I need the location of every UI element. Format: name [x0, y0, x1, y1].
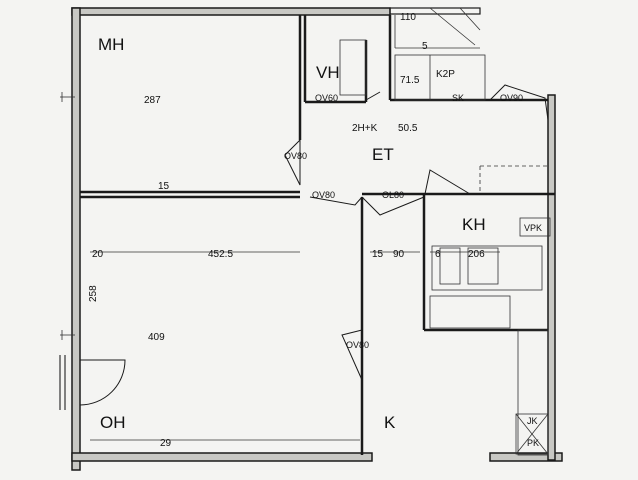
room-label-kh: KH [462, 215, 486, 234]
cabinet-x2 [515, 413, 549, 455]
fixture-jk: JK [527, 416, 538, 426]
vh-shower [339, 39, 367, 96]
room-label-mh: MH [98, 35, 124, 54]
wall-left [71, 7, 81, 471]
door-label-k: OV80 [346, 340, 369, 350]
apartment-area: 50.5 [398, 123, 418, 134]
room-label-et: ET [372, 145, 394, 164]
door-oh [309, 196, 363, 206]
vpk-box [519, 217, 551, 237]
door-mh [284, 138, 301, 186]
dim-top-5: 5 [422, 41, 428, 52]
cabinet-box [515, 413, 549, 455]
wall-bottom [71, 452, 373, 462]
kh-counter [431, 245, 543, 291]
fixture-k2p: K2P [436, 69, 455, 80]
door-vh [365, 91, 381, 101]
room-label-k: K [384, 413, 396, 432]
kh-sink [429, 295, 511, 329]
dim-oh-width: 452.5 [208, 249, 233, 260]
dim-oh-height: 409 [148, 332, 165, 343]
dim-mh-width: 287 [144, 95, 161, 106]
dim-mid-15: 15 [372, 249, 384, 260]
cabinet-right [517, 329, 549, 456]
door-label-et-oh: OV80 [312, 190, 335, 200]
door-mid [361, 196, 425, 216]
kh-stove [439, 247, 461, 285]
door-entry [489, 84, 549, 121]
dim-mid-90: 90 [393, 249, 405, 260]
wall-right [547, 94, 556, 461]
dim-kh-206: 206 [468, 249, 485, 260]
door-oh-window [79, 359, 126, 406]
room-label-oh: OH [100, 413, 126, 432]
dim-kh-6: 6 [435, 249, 441, 260]
dim-left-258: 258 [88, 285, 99, 302]
fixture-vpk: VPK [524, 223, 542, 233]
room-label-vh: VH [316, 63, 340, 82]
wall-top [71, 7, 391, 16]
wall-top-right [389, 7, 481, 15]
fixture-pk: PK [527, 438, 539, 448]
fixtures [59, 7, 551, 456]
wardrobe-k2p [394, 54, 486, 101]
door-label-entry: OV90 [500, 93, 523, 103]
door-swings [79, 84, 549, 406]
wall-bottom-right [489, 452, 563, 462]
dim-vh: 71.5 [400, 75, 420, 86]
apartment-type: 2H+K [352, 123, 378, 134]
door-k [341, 329, 363, 381]
dim-left-20: 20 [92, 249, 104, 260]
dimension-marks [60, 92, 500, 441]
door-label-et-kh: OL80 [382, 190, 404, 200]
door-label-vh: OV60 [315, 93, 338, 103]
dim-mh-wall: 15 [158, 181, 170, 192]
door-kh [424, 169, 471, 195]
dim-top-110: 110 [400, 12, 416, 23]
fixture-sk: SK [452, 93, 464, 103]
outer-walls [71, 7, 563, 471]
door-label-et-mh: OV80 [284, 151, 307, 161]
stair-diag [429, 7, 476, 46]
dim-bottom-29: 29 [160, 438, 172, 449]
stair-diag [459, 7, 481, 31]
kh-fridge [467, 247, 499, 285]
